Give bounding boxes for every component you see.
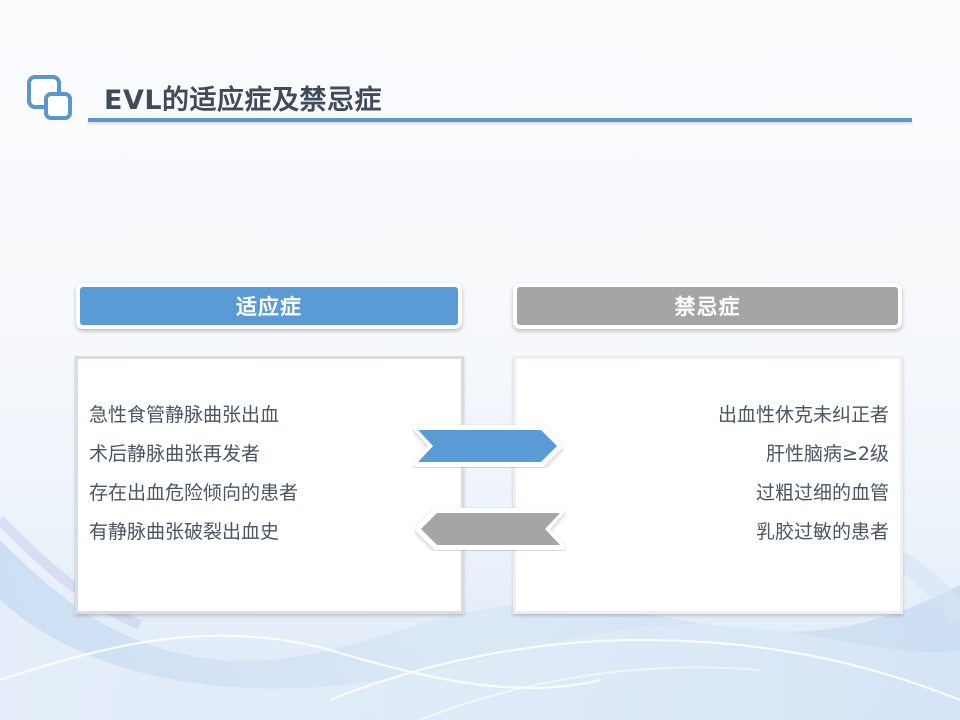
overlapping-squares-icon [27,75,72,120]
page-title: EVL的适应症及禁忌症 [104,85,383,116]
indication-item: 存在出血危险倾向的患者 [89,482,299,504]
indications-header: 适应症 [76,283,462,329]
chevron-arrow-left-icon [415,508,565,550]
indications-list: 急性食管静脉曲张出血 术后静脉曲张再发者 存在出血危险倾向的患者 有静脉曲张破裂… [78,396,461,552]
title-underline [88,118,912,122]
indication-item: 术后静脉曲张再发者 [89,443,261,465]
contraindications-header: 禁忌症 [513,283,902,329]
indications-panel: 急性食管静脉曲张出血 术后静脉曲张再发者 存在出血危险倾向的患者 有静脉曲张破裂… [75,356,464,614]
contraindication-item: 乳胶过敏的患者 [755,521,889,543]
contraindication-item: 过粗过细的血管 [755,482,889,504]
contraindication-item: 肝性脑病≥2级 [765,443,889,465]
contraindications-list: 出血性休克未纠正者 肝性脑病≥2级 过粗过细的血管 乳胶过敏的患者 [516,396,900,552]
indication-item: 急性食管静脉曲张出血 [89,404,280,426]
chevron-arrow-right-icon [413,425,563,467]
contraindication-item: 出血性休克未纠正者 [717,404,889,426]
contraindications-panel: 出血性休克未纠正者 肝性脑病≥2级 过粗过细的血管 乳胶过敏的患者 [513,356,903,614]
indication-item: 有静脉曲张破裂出血史 [89,521,280,543]
